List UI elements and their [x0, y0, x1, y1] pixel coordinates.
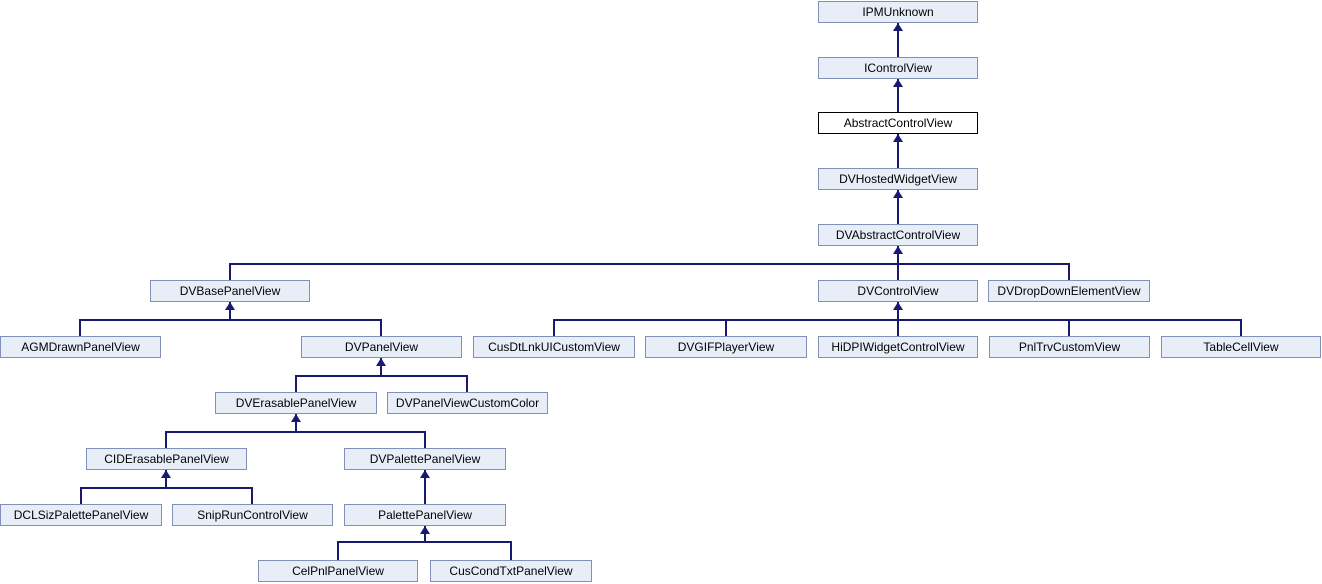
class-node-dvgifplayerview[interactable]: DVGIFPlayerView [645, 336, 807, 358]
edge-line [424, 470, 426, 504]
edge-line [229, 302, 231, 320]
edge-line [337, 542, 339, 560]
edge-line [295, 376, 297, 392]
class-node-pnltrvcustomview[interactable]: PnlTrvCustomView [989, 336, 1150, 358]
class-node-abstractcontrolview: AbstractControlView [818, 112, 978, 134]
arrow-up-icon [225, 302, 235, 310]
edge-line [424, 526, 426, 542]
class-node-dvdropdownelementview[interactable]: DVDropDownElementView [988, 280, 1150, 302]
edge-line [725, 320, 727, 336]
class-node-dvabstractcontrolview[interactable]: DVAbstractControlView [818, 224, 978, 246]
class-node-dvpalettepanelview[interactable]: DVPalettePanelView [344, 448, 506, 470]
edge-line [424, 432, 426, 448]
class-node-tablecellview[interactable]: TableCellView [1161, 336, 1321, 358]
edge-line [1068, 320, 1070, 336]
arrow-up-icon [893, 190, 903, 198]
edge-line [229, 264, 231, 280]
edge-line [380, 320, 382, 336]
arrow-up-icon [376, 358, 386, 366]
class-node-snipruncontrolview[interactable]: SnipRunControlView [172, 504, 333, 526]
arrow-up-icon [893, 302, 903, 310]
class-node-dvbasepanelview[interactable]: DVBasePanelView [150, 280, 310, 302]
arrow-up-icon [893, 134, 903, 142]
edge-line [553, 320, 555, 336]
arrow-up-icon [893, 23, 903, 31]
class-node-cusdtlnkuicustomview[interactable]: CusDtLnkUICustomView [473, 336, 635, 358]
edge-line [897, 190, 899, 224]
class-node-dclsizpalettepanelview[interactable]: DCLSizPalettePanelView [0, 504, 162, 526]
edge-line [510, 542, 512, 560]
class-node-dvcontrolview[interactable]: DVControlView [818, 280, 978, 302]
edge-line [165, 470, 167, 488]
class-node-dverasablepanelview[interactable]: DVErasablePanelView [215, 392, 377, 414]
edge-line [1068, 264, 1070, 280]
edge-line [80, 488, 82, 504]
edge-line [1240, 320, 1242, 336]
edge-line [897, 23, 899, 57]
edge-line [165, 432, 167, 448]
edge-line [251, 488, 253, 504]
class-node-palettepanelview[interactable]: PalettePanelView [344, 504, 506, 526]
edge-line [295, 375, 468, 377]
edge-line [79, 320, 81, 336]
arrow-up-icon [893, 246, 903, 254]
edge-line [337, 541, 512, 543]
arrow-up-icon [161, 470, 171, 478]
class-node-ipmunknown[interactable]: IPMUnknown [818, 1, 978, 23]
class-node-dvhostedwidgetview[interactable]: DVHostedWidgetView [818, 168, 978, 190]
edge-line [380, 358, 382, 376]
arrow-up-icon [291, 414, 301, 422]
edge-line [897, 79, 899, 112]
class-node-icontrolview[interactable]: IControlView [818, 57, 978, 79]
edge-line [165, 431, 426, 433]
edge-line [466, 376, 468, 392]
arrow-up-icon [420, 526, 430, 534]
class-node-celpnlpanelview[interactable]: CelPnlPanelView [258, 560, 418, 582]
edge-line [229, 263, 1070, 265]
class-node-cuscondtxtpanelview[interactable]: CusCondTxtPanelView [430, 560, 592, 582]
class-node-dvpanelview[interactable]: DVPanelView [301, 336, 462, 358]
edge-line [79, 319, 382, 321]
edge-line [80, 487, 253, 489]
class-node-agmdrawnpanelview[interactable]: AGMDrawnPanelView [0, 336, 161, 358]
class-node-hidpiwidgetcontrolview[interactable]: HiDPIWidgetControlView [818, 336, 978, 358]
class-node-dvpanelviewcustomcolor[interactable]: DVPanelViewCustomColor [387, 392, 548, 414]
edge-line [553, 319, 1242, 321]
edge-line [295, 414, 297, 432]
arrow-up-icon [893, 79, 903, 87]
arrow-up-icon [420, 470, 430, 478]
class-node-ciderasablepanelview[interactable]: CIDErasablePanelView [86, 448, 247, 470]
edge-line [897, 134, 899, 168]
